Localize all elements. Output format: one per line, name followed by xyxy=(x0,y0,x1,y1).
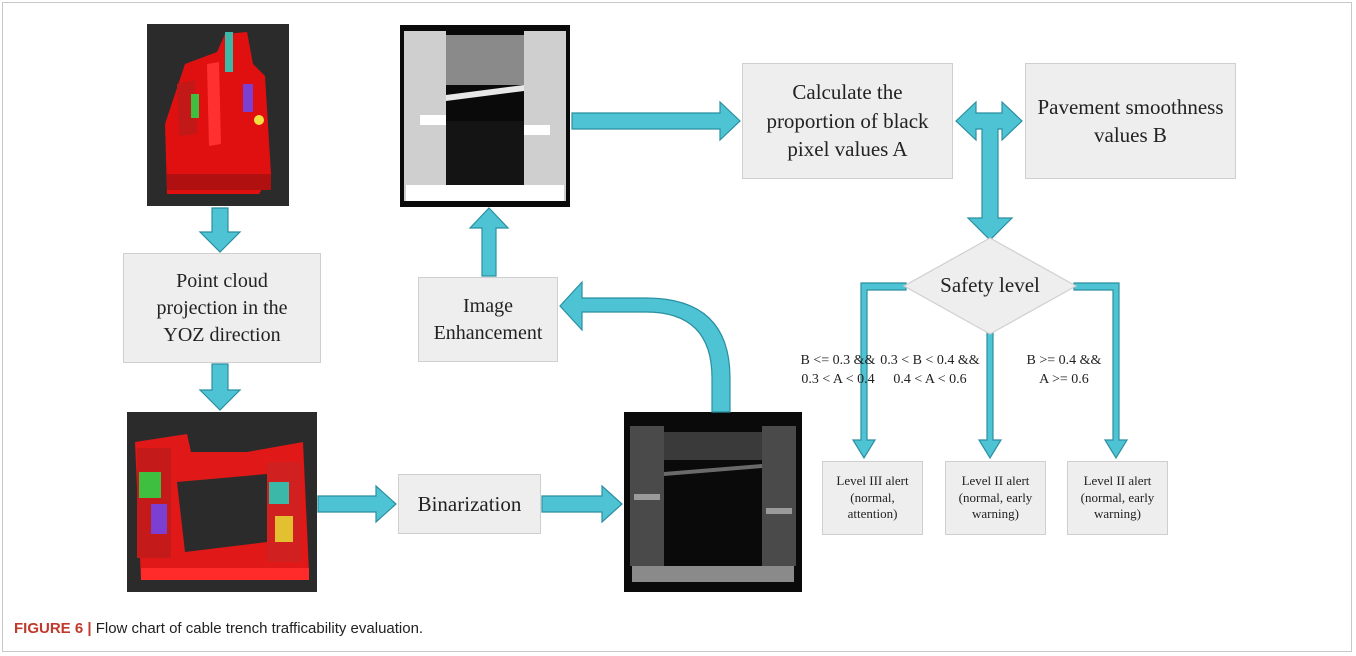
level-3-alert-label: Level III alert (normal, attention) xyxy=(836,472,909,522)
level-2-alert-label-b: Level II alert (normal, early warning) xyxy=(1080,472,1155,522)
level-2-alert-label-a: Level II alert (normal, early warning) xyxy=(958,472,1033,522)
arrow-enhancement-to-image xyxy=(468,207,510,277)
pavement-smoothness-label: Pavement smoothness values B xyxy=(1037,94,1224,147)
level-3-alert-box: Level III alert (normal, attention) xyxy=(822,461,923,535)
point-cloud-projection-label: Point cloud projection in the YOZ direct… xyxy=(156,269,288,346)
binarization-label: Binarization xyxy=(417,491,522,516)
arrow-safety-to-level-2a xyxy=(977,331,1003,460)
arrow-image-to-projection xyxy=(198,207,242,253)
binarized-image xyxy=(624,412,802,592)
arrow-safety-to-level-3 xyxy=(851,282,907,460)
figure-caption-text: Flow chart of cable trench trafficabilit… xyxy=(91,620,424,637)
arrow-calc-pavement-to-safety xyxy=(955,100,1023,241)
safety-level-diamond xyxy=(902,237,1078,335)
arrow-binarization-to-image xyxy=(541,484,623,524)
level-2-alert-box-b: Level II alert (normal, early warning) xyxy=(1067,461,1168,535)
pavement-smoothness-box: Pavement smoothness values B xyxy=(1025,63,1236,179)
point-cloud-projection-box: Point cloud projection in the YOZ direct… xyxy=(123,253,321,363)
figure-caption: FIGURE 6 | Flow chart of cable trench tr… xyxy=(14,620,423,637)
condition-right: B >= 0.4 && A >= 0.6 xyxy=(1026,353,1102,387)
arrow-image-to-binarization xyxy=(317,484,397,524)
level-2-alert-box-a: Level II alert (normal, early warning) xyxy=(945,461,1046,535)
point-cloud-3d-image xyxy=(147,24,289,206)
condition-middle: 0.3 < B < 0.4 && 0.4 < A < 0.6 xyxy=(880,353,980,387)
image-enhancement-box: Image Enhancement xyxy=(418,277,558,362)
arrow-binarized-to-enhancement xyxy=(559,280,731,413)
enhanced-image xyxy=(400,25,570,207)
figure-caption-label: FIGURE 6 | xyxy=(14,620,92,637)
yoz-projection-image xyxy=(127,412,317,592)
image-enhancement-label: Image Enhancement xyxy=(433,294,543,344)
calculate-proportion-box: Calculate the proportion of black pixel … xyxy=(742,63,953,179)
condition-left: B <= 0.3 && 0.3 < A < 0.4 xyxy=(800,353,876,387)
arrow-safety-to-level-2b xyxy=(1073,282,1129,460)
calculate-proportion-label: Calculate the proportion of black pixel … xyxy=(766,80,929,162)
arrow-image-to-calculate xyxy=(571,100,741,142)
arrow-projection-to-image xyxy=(198,363,242,411)
binarization-box: Binarization xyxy=(398,474,541,534)
safety-level-label: Safety level xyxy=(940,272,1040,297)
